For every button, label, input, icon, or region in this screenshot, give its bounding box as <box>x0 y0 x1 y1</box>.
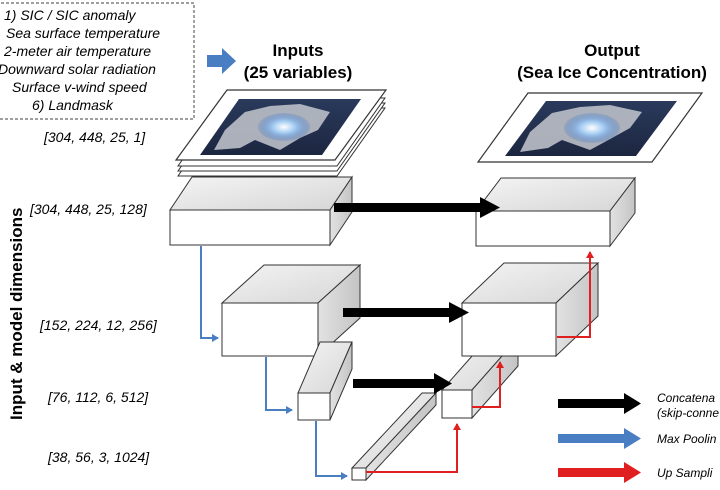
dim-label-input: [304, 448, 25, 1] <box>43 129 146 145</box>
inputs-subtitle: (25 variables) <box>244 63 353 82</box>
dim-label-level2: [152, 224, 12, 256] <box>39 317 158 333</box>
legend-upsample-label: Up Sampli <box>657 466 713 480</box>
variables-box: 1) SIC / SIC anomaly Sea surface tempera… <box>0 2 195 120</box>
encoder-block-3 <box>297 341 353 421</box>
skip-connection-2 <box>343 302 469 323</box>
encoder-block-2 <box>220 263 362 358</box>
output-subtitle: (Sea Ice Concentration) <box>517 63 707 82</box>
maxpool-arrow-2 <box>265 357 293 414</box>
legend-maxpool: Max Poolin <box>558 428 717 449</box>
output-title: Output <box>584 41 640 60</box>
dim-label-level1: [304, 448, 25, 128] <box>29 201 148 217</box>
maxpool-arrow-3 <box>315 421 348 480</box>
variable-5: Surface v-wind speed <box>12 79 148 95</box>
variable-4: Downward solar radiation <box>0 61 156 77</box>
dim-label-level3: [76, 112, 6, 512] <box>47 389 149 405</box>
input-map-stack <box>174 89 388 177</box>
variable-2: Sea surface temperature <box>6 25 160 41</box>
variable-6: 6) Landmask <box>32 97 114 113</box>
encoder-block-1 <box>169 175 353 247</box>
legend-concat-label: Concatena <box>657 391 715 405</box>
decoder-block-2 <box>460 261 600 358</box>
upsample-arrow-2 <box>472 361 504 408</box>
variable-1: 1) SIC / SIC anomaly <box>4 7 136 23</box>
legend: Concatena (skip-conne Max Poolin Up Samp… <box>558 391 719 483</box>
dim-label-level4: [38, 56, 3, 1024] <box>47 449 150 465</box>
output-map <box>476 92 704 163</box>
upsample-arrow-3 <box>557 251 594 338</box>
y-axis-label: Input & model dimensions <box>7 207 26 420</box>
legend-concat: Concatena (skip-conne <box>558 391 719 420</box>
maxpool-arrow-1 <box>200 246 219 342</box>
skip-connection-1 <box>334 197 500 218</box>
legend-maxpool-label: Max Poolin <box>657 432 717 446</box>
decoder-block-1 <box>474 176 637 248</box>
inputs-title: Inputs <box>273 41 324 60</box>
legend-upsample: Up Sampli <box>558 462 713 483</box>
upsample-arrow-1 <box>366 423 461 473</box>
legend-concat-sublabel: (skip-conne <box>657 406 719 420</box>
variable-3: 2-meter air temperature <box>3 43 151 59</box>
inputs-arrow-icon <box>207 48 236 74</box>
bottleneck-block <box>350 391 438 482</box>
skip-connection-3 <box>353 373 452 394</box>
